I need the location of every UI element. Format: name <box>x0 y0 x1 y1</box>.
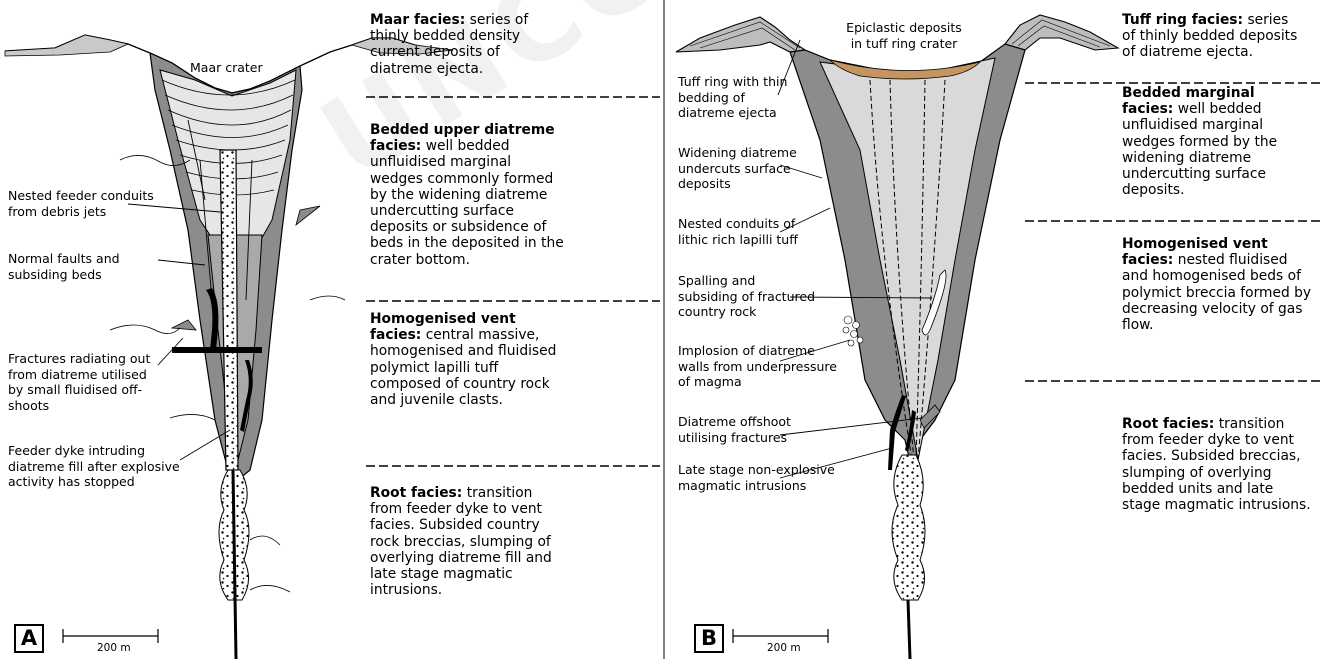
tuff-ring-left <box>676 17 805 52</box>
facies-b-homogenised-vent: Homogenised vent facies: nested fluidise… <box>1122 236 1326 333</box>
offshoot-right <box>296 206 320 225</box>
scale-label-a: 200 m <box>97 642 131 654</box>
scale-label-b: 200 m <box>767 642 801 654</box>
maar-crater-label: Maar crater <box>190 60 263 76</box>
fracture-dyke <box>172 347 262 353</box>
facies-b-root: Root facies: transition from feeder dyke… <box>1122 416 1326 513</box>
feeder-dyke-b <box>908 600 910 659</box>
facies-a-bedded-upper: Bedded upper diatreme facies: well bedde… <box>370 122 662 268</box>
offshoot-left <box>172 320 196 330</box>
facies-a-homogenised-vent: Homogenised vent facies: central massive… <box>370 311 660 408</box>
scale-bar-a <box>63 629 158 643</box>
facies-b-bedded-marginal: Bedded marginal facies: well bedded unfl… <box>1122 85 1326 198</box>
panel-b-letter: B <box>694 624 724 653</box>
facies-a-root: Root facies: transition from feeder dyke… <box>370 485 660 598</box>
facies-a-maar: Maar facies: series of thinly bedded den… <box>370 12 660 77</box>
panel-a-letter: A <box>14 624 44 653</box>
rim-left <box>5 35 128 56</box>
scale-bar-b <box>733 629 828 643</box>
root-breccia-b <box>892 455 925 600</box>
facies-b-tuff-ring: Tuff ring facies: series of thinly bedde… <box>1122 12 1326 61</box>
